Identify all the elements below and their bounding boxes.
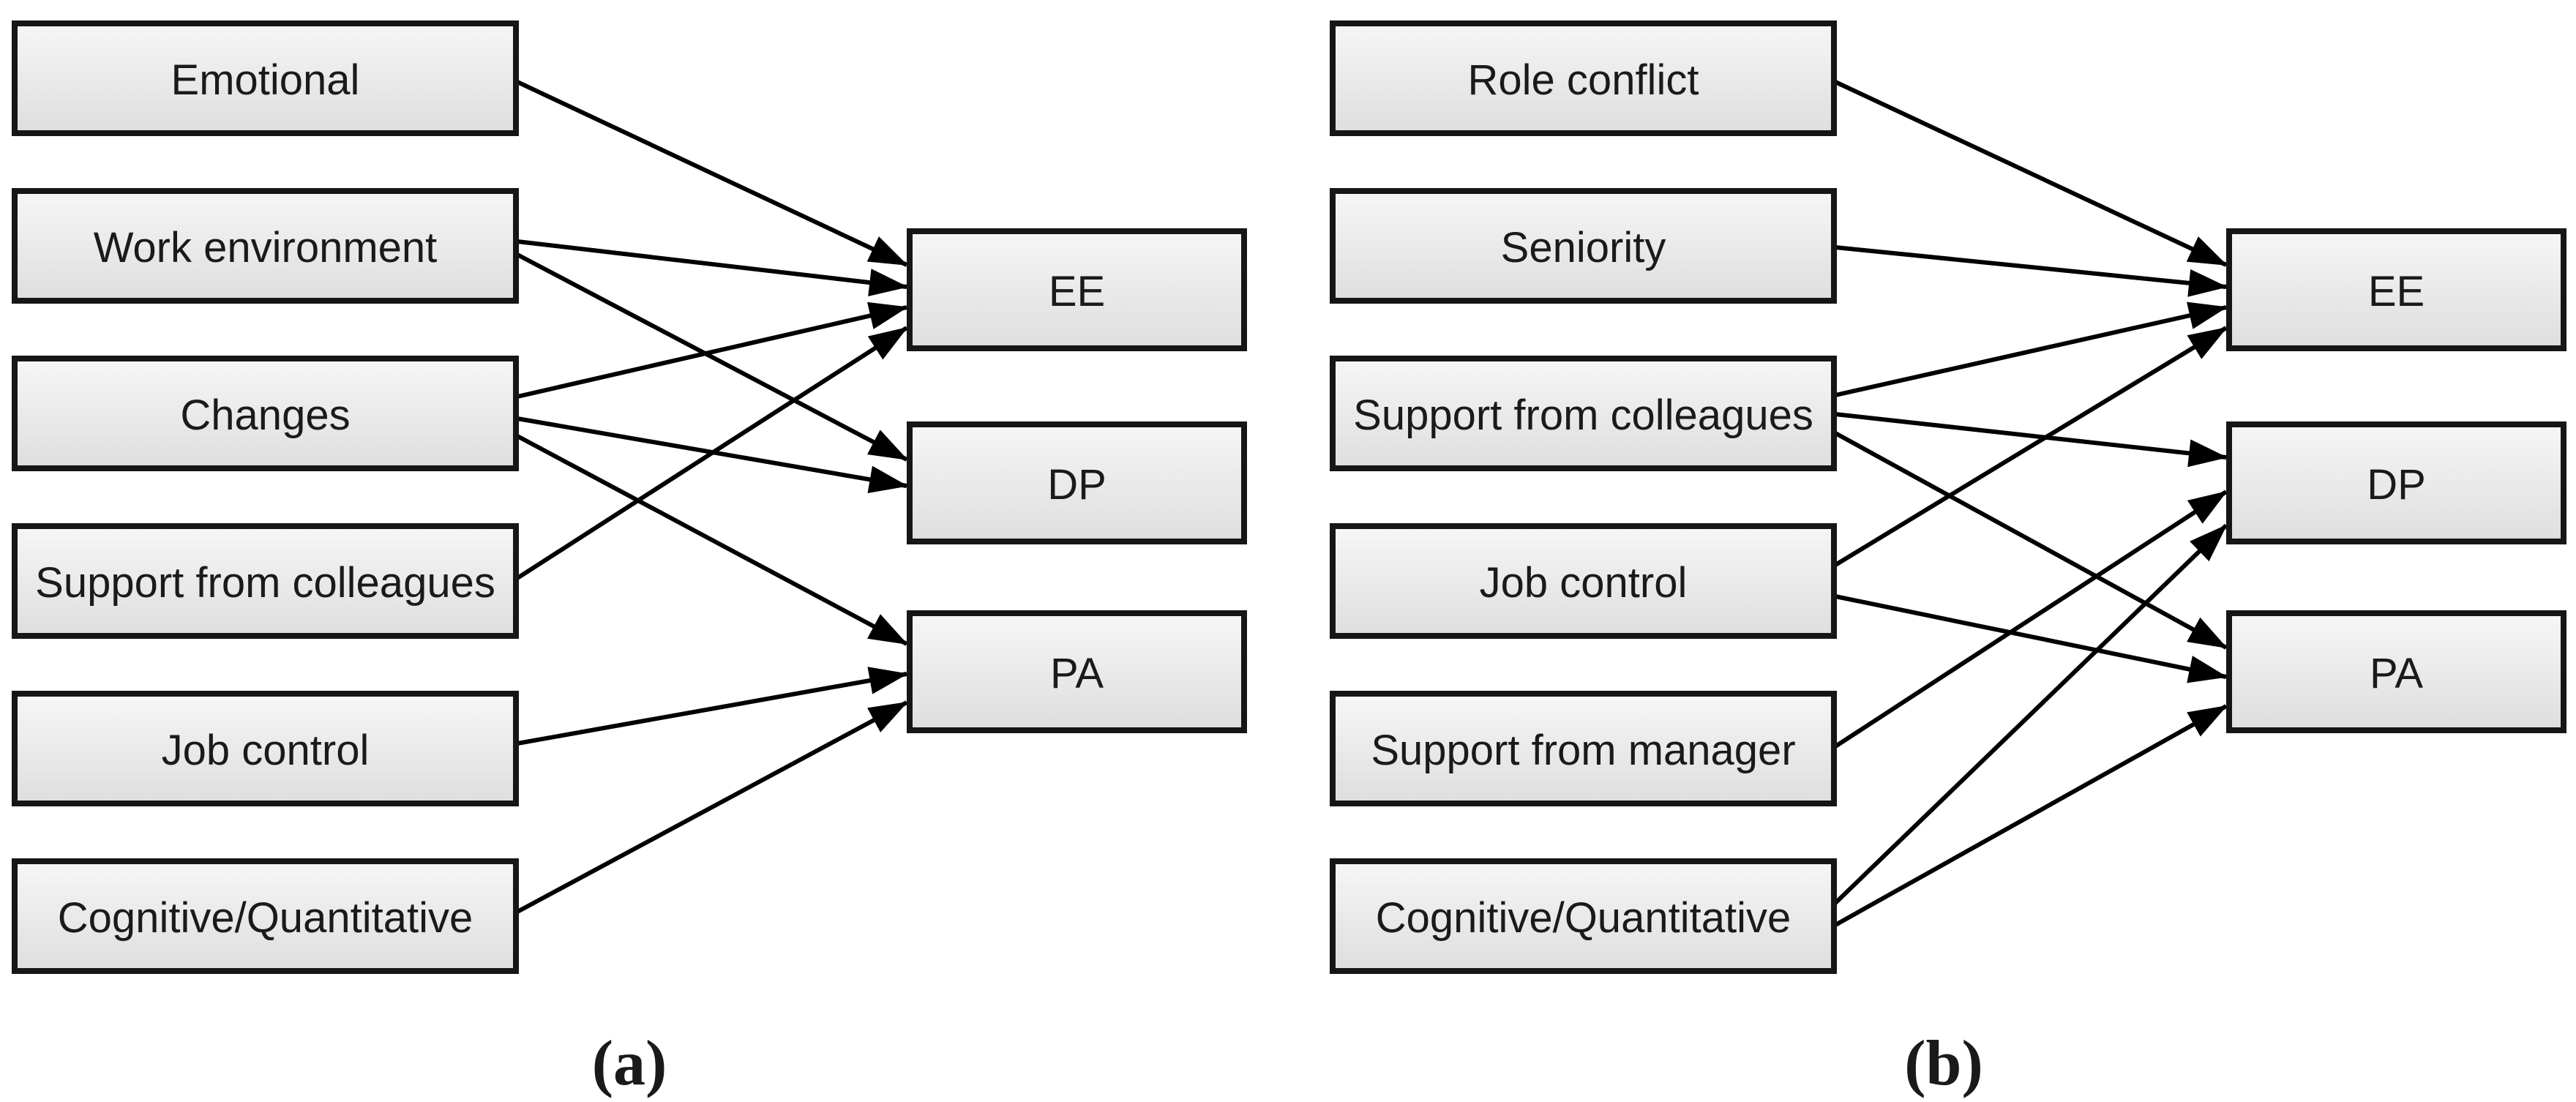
arrow-b-seniority-ee bbox=[1835, 245, 2228, 297]
box-b-support_colleagues: Support from colleagues bbox=[1330, 356, 1837, 471]
box-label-a-work_environment: Work environment bbox=[94, 224, 438, 271]
box-b-ee: EE bbox=[2226, 228, 2566, 351]
box-rect-b-support_colleagues bbox=[1330, 356, 1837, 471]
arrow-b-support_colleagues-dp bbox=[1835, 412, 2228, 468]
box-a-job_control: Job control bbox=[12, 691, 519, 806]
box-rect-b-ee bbox=[2226, 228, 2566, 351]
box-rect-a-dp bbox=[907, 421, 1247, 544]
box-label-b-job_control: Job control bbox=[1480, 559, 1688, 607]
arrow-b-role_conflict-ee bbox=[1834, 80, 2228, 267]
box-a-work_environment: Work environment bbox=[12, 188, 519, 304]
box-rect-a-ee bbox=[907, 228, 1247, 351]
box-label-b-dp: DP bbox=[2367, 461, 2426, 509]
arrow-a-work_environment-ee bbox=[517, 239, 908, 296]
box-rect-b-pa bbox=[2226, 610, 2566, 733]
arrow-b-job_control-ee bbox=[1834, 326, 2228, 567]
box-label-b-pa: PA bbox=[2370, 650, 2423, 697]
box-label-a-ee: EE bbox=[1049, 268, 1105, 315]
box-rect-a-cognitive_quantitative bbox=[12, 858, 519, 974]
arrow-b-cognitive_quantitative-pa bbox=[1834, 704, 2228, 927]
box-label-a-dp: DP bbox=[1047, 461, 1107, 509]
box-rect-b-seniority bbox=[1330, 188, 1837, 304]
box-label-a-changes: Changes bbox=[180, 391, 350, 439]
box-label-b-role_conflict: Role conflict bbox=[1468, 56, 1699, 104]
caption-b: (b) bbox=[1904, 1028, 1983, 1099]
box-label-a-emotional: Emotional bbox=[171, 56, 360, 104]
box-a-changes: Changes bbox=[12, 356, 519, 471]
box-label-a-pa: PA bbox=[1050, 650, 1104, 697]
caption-a: (a) bbox=[592, 1028, 667, 1099]
arrow-b-support_manager-dp bbox=[1834, 490, 2228, 749]
box-rect-a-support_colleagues bbox=[12, 523, 519, 639]
arrow-b-support_colleagues-ee bbox=[1835, 301, 2228, 397]
box-b-job_control: Job control bbox=[1330, 523, 1837, 639]
arrow-a-emotional-ee bbox=[516, 80, 908, 267]
box-b-role_conflict: Role conflict bbox=[1330, 20, 1837, 136]
arrow-a-support_colleagues-ee bbox=[516, 326, 908, 580]
box-b-support_manager: Support from manager bbox=[1330, 691, 1837, 806]
box-a-pa: PA bbox=[907, 610, 1247, 733]
arrow-a-changes-ee bbox=[517, 301, 908, 399]
box-rect-a-work_environment bbox=[12, 188, 519, 304]
box-rect-b-job_control bbox=[1330, 523, 1837, 639]
arrow-b-cognitive_quantitative-dp bbox=[1833, 523, 2228, 905]
box-label-b-ee: EE bbox=[2368, 268, 2425, 315]
box-a-cognitive_quantitative: Cognitive/Quantitative bbox=[12, 858, 519, 974]
arrow-a-job_control-pa bbox=[517, 667, 908, 746]
box-a-support_colleagues: Support from colleagues bbox=[12, 523, 519, 639]
box-rect-a-emotional bbox=[12, 20, 519, 136]
box-label-b-cognitive_quantitative: Cognitive/Quantitative bbox=[1376, 894, 1791, 942]
box-label-a-job_control: Job control bbox=[162, 727, 370, 774]
arrow-a-changes-pa bbox=[516, 434, 908, 646]
box-a-ee: EE bbox=[907, 228, 1247, 351]
box-label-b-support_manager: Support from manager bbox=[1371, 727, 1795, 774]
box-rect-a-changes bbox=[12, 356, 519, 471]
box-rect-a-job_control bbox=[12, 691, 519, 806]
box-label-b-support_colleagues: Support from colleagues bbox=[1353, 391, 1813, 439]
arrow-a-cognitive_quantitative-pa bbox=[516, 700, 908, 914]
box-rect-b-support_manager bbox=[1330, 691, 1837, 806]
box-b-cognitive_quantitative: Cognitive/Quantitative bbox=[1330, 858, 1837, 974]
box-rect-b-dp bbox=[2226, 421, 2566, 544]
box-rect-b-role_conflict bbox=[1330, 20, 1837, 136]
box-label-a-cognitive_quantitative: Cognitive/Quantitative bbox=[58, 894, 473, 942]
arrow-a-work_environment-dp bbox=[516, 252, 908, 462]
arrow-b-job_control-pa bbox=[1835, 594, 2228, 683]
box-a-emotional: Emotional bbox=[12, 20, 519, 136]
box-b-seniority: Seniority bbox=[1330, 188, 1837, 304]
box-a-dp: DP bbox=[907, 421, 1247, 544]
box-rect-b-cognitive_quantitative bbox=[1330, 858, 1837, 974]
box-b-dp: DP bbox=[2226, 421, 2566, 544]
box-label-a-support_colleagues: Support from colleagues bbox=[35, 559, 495, 607]
box-b-pa: PA bbox=[2226, 610, 2566, 733]
box-label-b-seniority: Seniority bbox=[1501, 224, 1666, 271]
box-rect-a-pa bbox=[907, 610, 1247, 733]
arrow-b-support_colleagues-pa bbox=[1834, 431, 2228, 650]
